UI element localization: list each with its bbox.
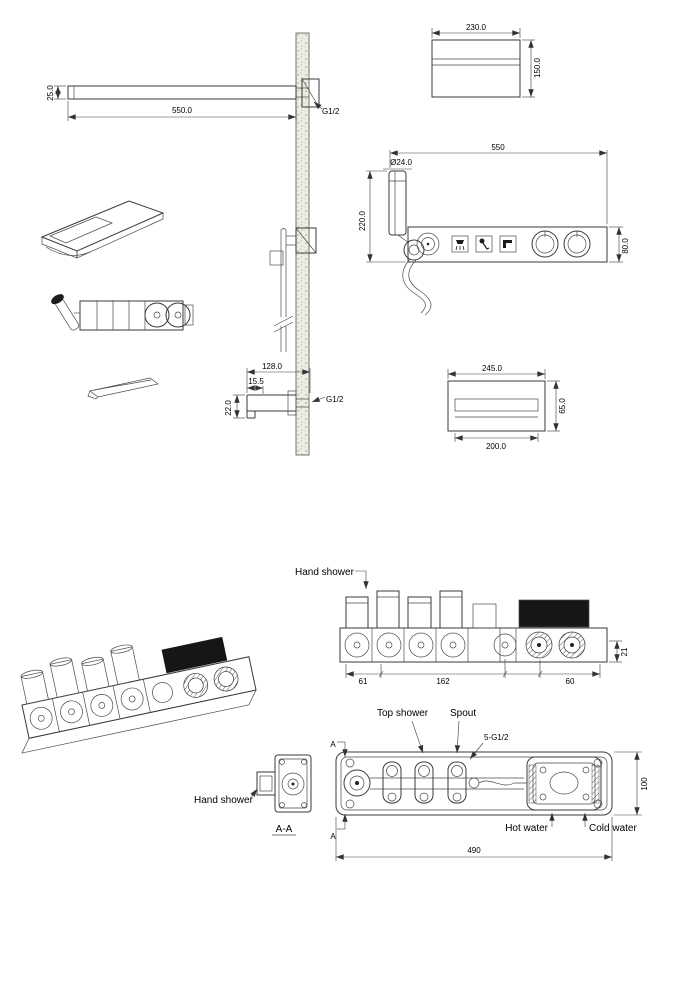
view-spout-side: 128.0 15.5 22.0 G1/2 [224,362,344,419]
dim-arm-length: 550.0 [172,106,193,115]
dim-valve-a: 61 [359,677,368,686]
roughin-ports [345,590,497,629]
view-section-aa: Hand shower A-A [194,754,312,836]
view-trim-front: 550 Ø24.0 [358,143,630,316]
top-shower-label: Top shower [377,708,429,719]
dim-plan-length: 490 [467,846,481,855]
section-title: A-A [276,824,293,835]
thread-label-spout: G1/2 [326,395,344,404]
plan-port-spout [447,761,467,804]
section-letter-top: A [330,740,336,749]
dim-trim-height: 220.0 [358,210,367,231]
thread-label-5g12: 5-G1/2 [484,733,509,742]
dim-head-width: 230.0 [466,23,487,32]
dim-hose-dia: Ø24.0 [390,158,412,167]
dim-spout-inner: 200.0 [486,442,507,451]
view-slide-rail [269,227,317,352]
handshower-in-holder [51,294,80,331]
hot-water-label: Hot water [505,823,548,834]
view-spout-front: 245.0 65.0 200.0 [447,364,567,451]
dim-spout-width: 245.0 [482,364,503,373]
dim-arm-thickness: 25.0 [46,85,55,101]
plan-port-top-shower [382,761,402,804]
dim-valve-offset: 21 [620,647,629,656]
dim-plan-depth: 100 [640,777,649,791]
plan-mixer-block [526,756,602,811]
volume-knob [563,230,591,258]
section-letter-bottom: A [330,832,336,841]
view-shower-arm-side: 550.0 25.0 G1/2 [46,78,340,121]
dim-valve-b: 162 [436,677,450,686]
dim-trim-width: 550 [491,143,505,152]
section-marker-bottom: A [330,813,348,841]
dim-spout-inset: 15.5 [248,377,264,386]
section-marker-top: A [330,740,348,758]
spout-mode-icon [499,235,517,253]
dim-spout-face-height: 65.0 [558,398,567,414]
view-waterfall-iso [40,200,165,259]
thread-label-arm: G1/2 [322,107,340,116]
plan-port-mid [414,761,434,804]
dim-head-depth: 150.0 [533,57,542,78]
shower-mode-icon [451,235,469,253]
hand-shower-label-top: Hand shower [295,567,355,578]
cartridge-circles [344,631,586,659]
view-head-plan: 230.0 150.0 [431,23,542,98]
dim-plate-height: 80.0 [621,238,630,254]
hand-shower-label-side: Hand shower [194,795,254,806]
view-roughin-iso [20,636,257,754]
view-spout-outline [87,377,159,400]
temp-knob [531,230,559,258]
dim-valve-c: 60 [566,677,575,686]
view-roughin-front: Hand shower [295,567,629,686]
spout-label: Spout [450,708,476,719]
view-trim-side [51,294,194,331]
dim-spout-thickness: 22.0 [224,400,233,416]
cold-water-label: Cold water [589,823,637,834]
view-roughin-plan: Top shower Spout 5-G1/2 [330,708,649,861]
dim-spout-reach: 128.0 [262,362,283,371]
handshower-mode-icon [475,235,493,253]
